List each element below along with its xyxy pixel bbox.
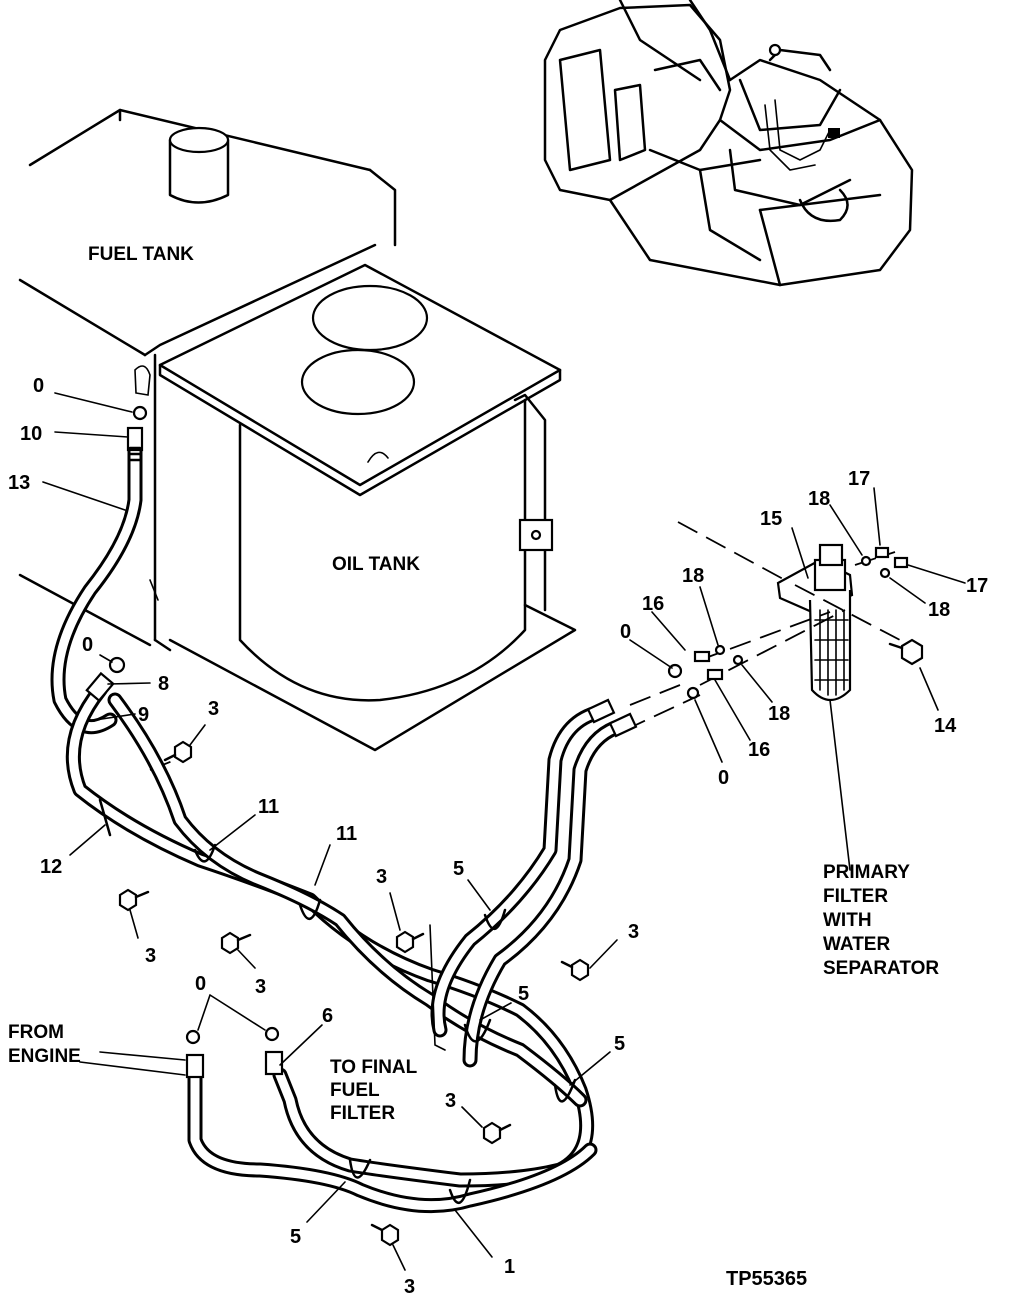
bolt-icon (370, 1223, 400, 1247)
callout-5: 5 (518, 983, 529, 1005)
primary-filter-label-2: FILTER (823, 886, 888, 907)
bolt-icon (220, 931, 252, 955)
callout-17: 17 (848, 468, 870, 490)
callout-6: 6 (322, 1005, 333, 1027)
fuel-hoses (50, 432, 623, 1214)
callout-3: 3 (445, 1090, 456, 1112)
callout-5: 5 (290, 1226, 301, 1248)
callout-18: 18 (928, 599, 950, 621)
oil-tank-label: OIL TANK (332, 554, 420, 575)
primary-filter-label-5: SEPARATOR (823, 958, 939, 979)
callout-14: 14 (934, 715, 957, 737)
callout-15: 15 (760, 508, 782, 530)
primary-filter-label-1: PRIMARY (823, 862, 910, 883)
callout-11: 11 (258, 796, 279, 818)
bolt-icon (888, 638, 924, 666)
callout-3: 3 (255, 976, 266, 998)
callout-0: 0 (82, 634, 93, 656)
callout-17: 17 (966, 575, 988, 597)
callout-16: 16 (642, 593, 664, 615)
callout-0: 0 (620, 621, 631, 643)
callout-1: 1 (504, 1256, 515, 1278)
callout-13: 13 (8, 472, 30, 494)
callout-5: 5 (614, 1033, 625, 1055)
callout-0: 0 (33, 375, 44, 397)
callout-5: 5 (453, 858, 464, 880)
primary-filter (776, 543, 854, 871)
fuel-tank-label: FUEL TANK (88, 244, 194, 265)
callout-3: 3 (145, 945, 156, 967)
excavator-inset (543, 0, 914, 287)
from-engine-label-1: FROM (8, 1022, 64, 1043)
callout-16: 16 (748, 739, 770, 761)
bolt-icon (163, 740, 193, 764)
callout-18: 18 (768, 703, 790, 725)
callout-18: 18 (808, 488, 830, 510)
to-final-label-2: FUEL (330, 1080, 380, 1101)
bolt-icon (482, 1121, 512, 1145)
bolt-icon (560, 958, 590, 982)
bolt-icon (118, 888, 150, 912)
callout-0: 0 (718, 767, 729, 789)
callout-10: 10 (20, 423, 42, 445)
callout-8: 8 (158, 673, 169, 695)
hose-fittings (85, 426, 638, 1079)
callout-3: 3 (376, 866, 387, 888)
area-labels: FUEL TANK OIL TANK FROM ENGINE TO FINAL … (8, 244, 939, 1290)
callout-3: 3 (628, 921, 639, 943)
bolt-icon (395, 930, 425, 954)
callout-0: 0 (195, 973, 206, 995)
callout-3: 3 (404, 1276, 415, 1298)
assembly-lines (149, 521, 901, 771)
callout-12: 12 (40, 856, 62, 878)
part-callouts: 0 10 13 0 8 9 3 12 11 11 3 3 3 5 3 5 0 6… (8, 375, 988, 1298)
figure-code: TP55365 (726, 1268, 807, 1290)
clamps (98, 798, 577, 1204)
bolts (118, 638, 924, 1247)
to-final-label-3: FILTER (330, 1103, 395, 1124)
callout-18: 18 (682, 565, 704, 587)
primary-filter-label-4: WATER (823, 934, 890, 955)
primary-filter-label-3: WITH (823, 910, 872, 931)
to-final-label-1: TO FINAL (330, 1057, 418, 1078)
fuel-tank (18, 108, 397, 652)
oil-tank (158, 263, 577, 752)
from-engine-label-2: ENGINE (8, 1046, 81, 1067)
callout-3: 3 (208, 698, 219, 720)
callout-9: 9 (138, 704, 149, 726)
small-parts (108, 405, 909, 1045)
callout-11: 11 (336, 823, 357, 845)
leader-lines (42, 392, 966, 1271)
